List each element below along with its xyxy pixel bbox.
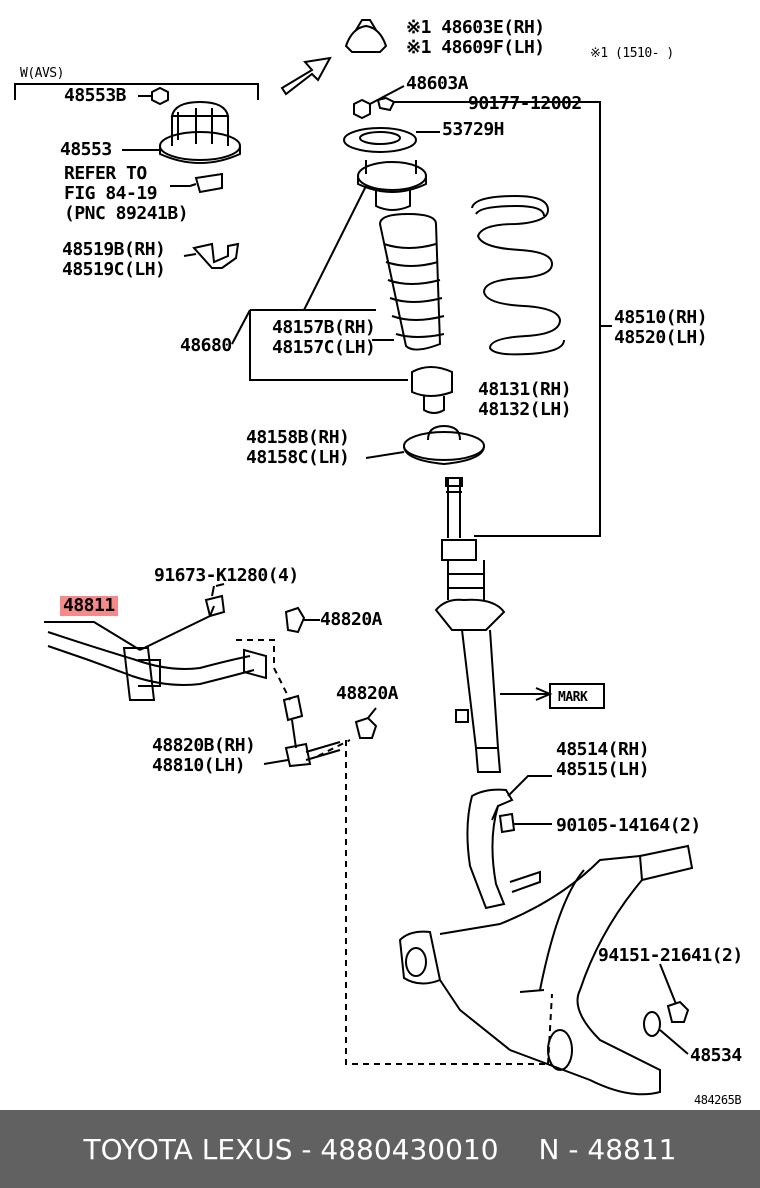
label-48131: 48131(RH) bbox=[478, 379, 572, 400]
nut-48820a-top bbox=[284, 606, 306, 634]
washer-48534 bbox=[643, 1011, 661, 1037]
nut-90177 bbox=[376, 96, 396, 112]
dust-boot-48157 bbox=[378, 212, 445, 351]
footer-reference: N - 48811 bbox=[538, 1132, 677, 1166]
direction-arrow bbox=[280, 56, 332, 96]
label-48510: 48510(RH) bbox=[614, 307, 708, 328]
stabilizer-link-48820b bbox=[282, 694, 341, 768]
bumper-stopper bbox=[411, 366, 453, 414]
label-48820a-bottom: 48820A bbox=[336, 683, 399, 704]
label-48811-highlighted[interactable]: 48811 bbox=[60, 596, 118, 616]
knuckle-arm-48514 bbox=[466, 788, 541, 910]
label-48553: 48553 bbox=[60, 139, 112, 160]
footer-bar: TOYOTA LEXUS - 4880430010 N - 48811 bbox=[0, 1110, 760, 1188]
label-48609f: ※1 48609F(LH) bbox=[406, 37, 545, 58]
label-48514: 48514(RH) bbox=[556, 739, 650, 760]
label-wavs: W(AVS) bbox=[20, 66, 64, 81]
label-48158c: 48158C(LH) bbox=[246, 447, 350, 468]
label-48810: 48810(LH) bbox=[152, 755, 246, 776]
lower-seat-48158 bbox=[403, 424, 485, 466]
nut-48820a-bottom bbox=[354, 716, 378, 739]
nut-48603a bbox=[353, 98, 371, 120]
label-90177: 90177-12002 bbox=[468, 93, 582, 114]
label-48132: 48132(LH) bbox=[478, 399, 572, 420]
wavs-bracket-line bbox=[14, 83, 259, 100]
coil-spring-48131 bbox=[471, 194, 565, 356]
label-48158b: 48158B(RH) bbox=[246, 427, 350, 448]
label-refer-1: REFER TO bbox=[64, 163, 147, 184]
label-48603a: 48603A bbox=[406, 73, 469, 94]
footer-brand: TOYOTA LEXUS bbox=[83, 1132, 293, 1166]
label-48820b: 48820B(RH) bbox=[152, 735, 256, 756]
suspension-diagram-drawing bbox=[14, 19, 694, 1096]
stabilizer-bar-48811 bbox=[47, 605, 267, 701]
upper-support-part bbox=[357, 160, 427, 211]
footer-separator: - bbox=[292, 1132, 321, 1166]
shock-absorber-48510 bbox=[434, 477, 506, 773]
label-48515: 48515(LH) bbox=[556, 759, 650, 780]
label-91673: 91673-K1280(4) bbox=[154, 565, 299, 586]
label-90105: 90105-14164(2) bbox=[556, 815, 701, 836]
label-48519c: 48519C(LH) bbox=[62, 259, 166, 280]
label-53729h: 53729H bbox=[442, 119, 505, 140]
lower-arm-48069 bbox=[398, 844, 694, 1096]
label-48157b: 48157B(RH) bbox=[272, 317, 376, 338]
label-48519b: 48519B(RH) bbox=[62, 239, 166, 260]
upper-cap-part bbox=[344, 19, 388, 53]
label-48534: 48534 bbox=[690, 1045, 742, 1066]
dashed-guide-lines bbox=[236, 639, 553, 1065]
label-mark: MARK bbox=[558, 690, 588, 705]
label-48820a-top: 48820A bbox=[320, 609, 383, 630]
figure-number: 484265B bbox=[694, 1093, 742, 1107]
footer-part-number: 4880430010 bbox=[320, 1132, 499, 1166]
bracket-48519 bbox=[192, 242, 240, 269]
label-48680: 48680 bbox=[180, 335, 232, 356]
label-refer-3: (PNC 89241B) bbox=[64, 203, 189, 224]
bolt-90105 bbox=[498, 812, 516, 834]
connector-refer bbox=[189, 172, 223, 194]
label-48603e: ※1 48603E(RH) bbox=[406, 17, 545, 38]
label-48157c: 48157C(LH) bbox=[272, 337, 376, 358]
label-refer-2: FIG 84-19 bbox=[64, 183, 158, 204]
label-48520: 48520(LH) bbox=[614, 327, 708, 348]
actuator-48553 bbox=[159, 100, 241, 164]
bolt-91673 bbox=[204, 585, 226, 618]
label-mark1-note: ※1 (1510- ) bbox=[590, 46, 674, 61]
label-94151: 94151-21641(2) bbox=[598, 945, 743, 966]
washer-53729h bbox=[343, 127, 417, 153]
label-48553b: 48553B bbox=[64, 85, 127, 106]
nut-94151 bbox=[666, 1000, 690, 1023]
mark-callout-box bbox=[549, 683, 605, 709]
nut-48553b bbox=[151, 86, 169, 106]
